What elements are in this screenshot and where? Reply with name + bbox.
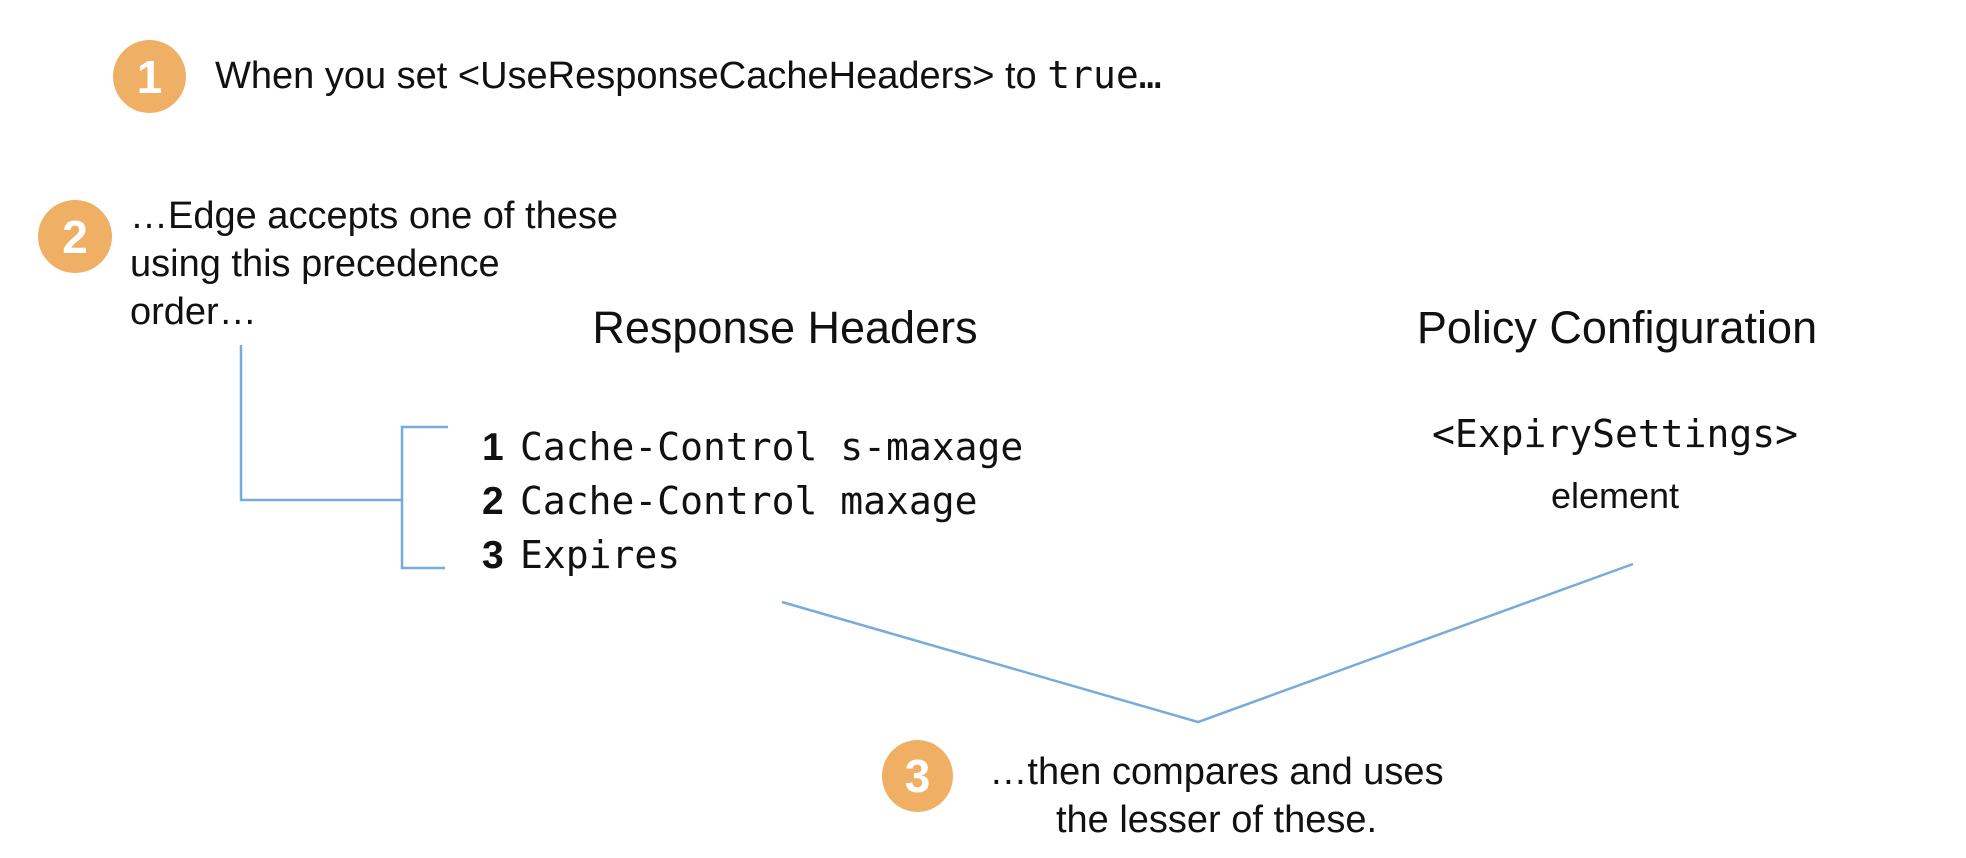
precedence-bracket bbox=[400, 425, 448, 570]
step-1-text: When you set <UseResponseCacheHeaders> t… bbox=[215, 50, 1162, 101]
step-2-line-1: …Edge accepts one of these bbox=[130, 195, 618, 237]
step-1-text-prefix: When you set <UseResponseCacheHeaders> t… bbox=[215, 55, 1048, 97]
step-1-number: 1 bbox=[136, 50, 163, 103]
step-2-number: 2 bbox=[62, 210, 88, 263]
expiry-settings-caption: element bbox=[1550, 475, 1680, 516]
step-1-badge: 1 bbox=[113, 40, 186, 113]
cache-header-item-1: 1 Cache-Control s-maxage bbox=[482, 420, 1023, 474]
compare-converge-line bbox=[781, 562, 1634, 724]
step-3-text: …then compares and uses the lesser of th… bbox=[980, 748, 1453, 844]
cache-header-rank-1: 1 bbox=[482, 426, 504, 469]
cache-header-value-1: Cache-Control s-maxage bbox=[520, 425, 1024, 469]
cache-header-rank-2: 2 bbox=[482, 480, 504, 523]
step-1-code-true: true bbox=[1047, 53, 1139, 97]
step-3-line-1: …then compares and uses bbox=[989, 751, 1444, 793]
step-2-line-3: order… bbox=[130, 291, 257, 333]
cache-header-item-3: 3 Expires bbox=[482, 528, 1023, 582]
step-3-badge: 3 bbox=[882, 740, 953, 812]
step-3-number: 3 bbox=[904, 750, 931, 802]
step-1-text-suffix: … bbox=[1138, 53, 1162, 97]
step-2-text: …Edge accepts one of these using this pr… bbox=[130, 192, 618, 336]
step-3-line-2: the lesser of these. bbox=[1055, 799, 1378, 841]
expiry-settings-code: <ExpirySettings> bbox=[1431, 412, 1799, 456]
policy-configuration-title: Policy Configuration bbox=[1416, 302, 1818, 353]
cache-header-value-3: Expires bbox=[520, 533, 681, 577]
precedence-connector-line bbox=[239, 345, 402, 502]
cache-header-item-2: 2 Cache-Control maxage bbox=[482, 474, 1023, 528]
cache-header-rank-3: 3 bbox=[482, 534, 504, 577]
step-2-line-2: using this precedence bbox=[130, 243, 500, 285]
step-2-badge: 2 bbox=[38, 200, 112, 273]
cache-header-value-2: Cache-Control maxage bbox=[520, 479, 978, 523]
response-headers-title: Response Headers bbox=[592, 302, 978, 353]
response-headers-list: 1 Cache-Control s-maxage 2 Cache-Control… bbox=[482, 420, 1023, 582]
